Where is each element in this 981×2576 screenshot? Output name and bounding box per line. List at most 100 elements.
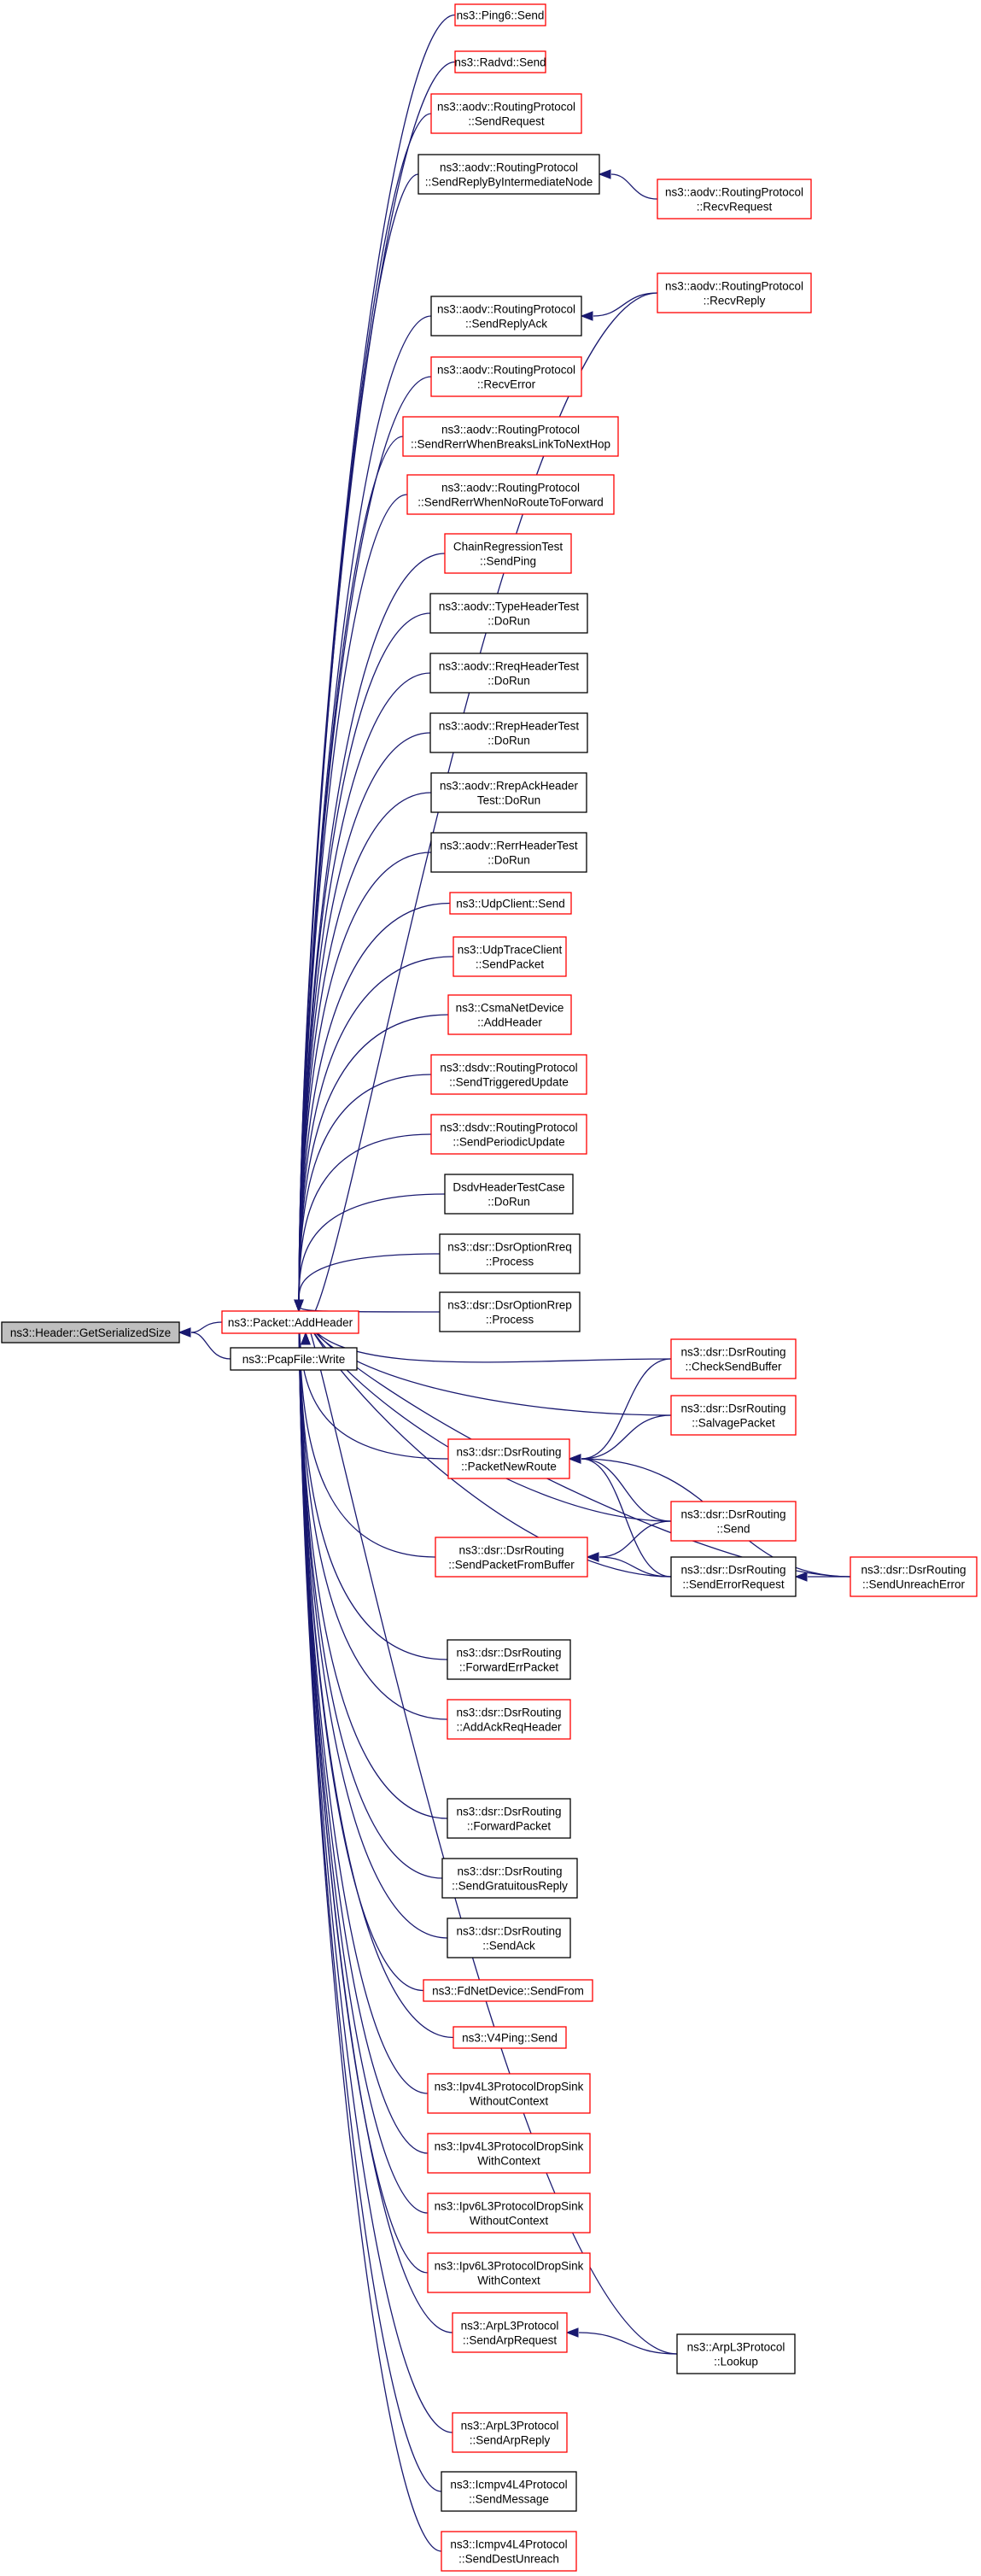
node-box [418, 154, 600, 195]
node-udptrace[interactable]: ns3::UdpTraceClient::SendPacket [453, 936, 567, 977]
node-salvage[interactable]: ns3::dsr::DsrRouting::SalvagePacket [670, 1395, 797, 1436]
edge-checksend-to-pktnewroute [568, 1358, 672, 1464]
node-label: ns3::aodv::RreqHeaderTest [439, 660, 580, 673]
node-aodvrerrbreaks[interactable]: ns3::aodv::RoutingProtocol::SendRerrWhen… [402, 416, 619, 457]
node-label: ::SendPacket [476, 958, 545, 971]
node-label: ::SendGratuitousReply [452, 1880, 568, 1893]
node-box [850, 1556, 978, 1597]
node-addheader[interactable]: ns3::Packet::AddHeader [221, 1310, 359, 1334]
node-ip4dropwo[interactable]: ns3::Ipv4L3ProtocolDropSinkWithoutContex… [427, 2073, 591, 2114]
edge-sendack-to-addheader [298, 1300, 448, 1939]
node-gratuitous[interactable]: ns3::dsr::DsrRouting::SendGratuitousRepl… [441, 1858, 578, 1899]
node-radvdsend[interactable]: ns3::Radvd::Send [454, 50, 546, 73]
node-csma[interactable]: ns3::CsmaNetDevice::AddHeader [447, 994, 572, 1035]
node-label: ns3::Ping6::Send [457, 9, 545, 22]
edge-salvage-to-pktnewroute [568, 1414, 672, 1464]
node-sendack[interactable]: ns3::dsr::DsrRouting::SendAck [447, 1917, 571, 1958]
edge-dsdvper-to-addheader [294, 1133, 432, 1313]
node-root[interactable]: ns3::Header::GetSerializedSize [1, 1321, 180, 1344]
node-label: ::SendRequest [468, 115, 545, 128]
node-label: ::SendPacketFromBuffer [448, 1559, 575, 1572]
node-label: ns3::dsr::DsrRouting [457, 1865, 562, 1878]
node-label: ns3::Ipv6L3ProtocolDropSink [435, 2260, 584, 2273]
node-pktnewroute[interactable]: ns3::dsr::DsrRouting::PacketNewRoute [447, 1438, 570, 1479]
node-box [430, 296, 582, 337]
node-rrepproc[interactable]: ns3::dsr::DsrOptionRrep::Process [439, 1291, 581, 1332]
node-dsdvtest[interactable]: DsdvHeaderTestCase::DoRun [444, 1174, 574, 1215]
node-sendpktbuf[interactable]: ns3::dsr::DsrRouting::SendPacketFromBuff… [435, 1537, 588, 1578]
node-arplookup[interactable]: ns3::ArpL3Protocol::Lookup [676, 2333, 796, 2374]
node-label: ::SendRerrWhenBreaksLinkToNextHop [411, 438, 610, 451]
node-aodvrecvreq[interactable]: ns3::aodv::RoutingProtocol::RecvRequest [657, 179, 812, 220]
node-fdnet[interactable]: ns3::FdNetDevice::SendFrom [423, 1979, 593, 2002]
node-senderrreq[interactable]: ns3::dsr::DsrRouting::SendErrorRequest [670, 1556, 797, 1597]
node-rreqhdr[interactable]: ns3::aodv::RreqHeaderTest::DoRun [429, 653, 588, 694]
node-label: ns3::dsr::DsrRouting [680, 1346, 785, 1359]
node-v4ping[interactable]: ns3::V4Ping::Send [453, 2026, 567, 2049]
node-box [452, 2312, 568, 2353]
edge-line [305, 292, 658, 1321]
edge-arrowhead [794, 1572, 808, 1582]
node-icmpdest[interactable]: ns3::Icmpv4L4Protocol::SendDestUnreach [441, 2531, 577, 2572]
node-label: ::RecvReply [704, 295, 766, 307]
node-label: ::RecvError [477, 378, 536, 391]
node-dsdvper[interactable]: ns3::dsdv::RoutingProtocol::SendPeriodic… [430, 1114, 587, 1155]
node-box [430, 832, 587, 873]
node-checksend[interactable]: ns3::dsr::DsrRouting::CheckSendBuffer [670, 1338, 797, 1379]
node-label: ns3::dsr::DsrRouting [680, 1402, 785, 1415]
node-box [670, 1338, 797, 1379]
edge-line [298, 1300, 441, 1313]
node-box [430, 772, 587, 813]
node-ping6send[interactable]: ns3::Ping6::Send [454, 3, 546, 26]
node-dsdvtrig[interactable]: ns3::dsdv::RoutingProtocol::SendTriggere… [430, 1054, 587, 1095]
node-label: ::PacketNewRoute [461, 1461, 557, 1473]
node-chainping[interactable]: ChainRegressionTest::SendPing [444, 533, 572, 574]
node-label: ns3::dsr::DsrRouting [456, 1925, 561, 1938]
node-aodvrecverror[interactable]: ns3::aodv::RoutingProtocol::RecvError [430, 356, 582, 397]
node-aodvrerrnoroute[interactable]: ns3::aodv::RoutingProtocol::SendRerrWhen… [406, 474, 615, 515]
node-label: ns3::dsr::DsrOptionRreq [447, 1241, 572, 1254]
node-label: ChainRegressionTest [453, 541, 563, 553]
node-label: ::DoRun [488, 854, 530, 867]
node-box [230, 1347, 358, 1371]
node-ip6dropwo[interactable]: ns3::Ipv6L3ProtocolDropSinkWithoutContex… [427, 2193, 591, 2234]
edge-line [298, 1300, 442, 2552]
node-label: ns3::aodv::RoutingProtocol [665, 186, 803, 199]
node-typehdr[interactable]: ns3::aodv::TypeHeaderTest::DoRun [429, 593, 588, 634]
node-label: ns3::dsr::DsrRouting [458, 1544, 563, 1557]
node-udpclient[interactable]: ns3::UdpClient::Send [449, 892, 572, 915]
node-label: ns3::FdNetDevice::SendFrom [432, 1985, 584, 1998]
node-label: ::SendTriggeredUpdate [449, 1076, 569, 1089]
node-rreqproc[interactable]: ns3::dsr::DsrOptionRreq::Process [439, 1233, 581, 1274]
node-arpreq[interactable]: ns3::ArpL3Protocol::SendArpRequest [452, 2312, 568, 2353]
node-unreach[interactable]: ns3::dsr::DsrRouting::SendUnreachError [850, 1556, 978, 1597]
node-pcapwrite[interactable]: ns3::PcapFile::Write [230, 1347, 358, 1371]
node-label: WithContext [477, 2155, 540, 2168]
node-rerrhdr[interactable]: ns3::aodv::RerrHeaderTest::DoRun [430, 832, 587, 873]
edge-line [298, 1300, 448, 1939]
edge-arrowhead [568, 1454, 581, 1464]
node-label: ns3::ArpL3Protocol [687, 2341, 785, 2354]
node-aodvsendreplyack[interactable]: ns3::aodv::RoutingProtocol::SendReplyAck [430, 296, 582, 337]
edge-line [305, 1317, 672, 1416]
node-rrephdr[interactable]: ns3::aodv::RrepHeaderTest::DoRun [429, 712, 588, 753]
node-arpreply[interactable]: ns3::ArpL3Protocol::SendArpReply [452, 2412, 568, 2453]
node-box [449, 892, 572, 915]
node-dsrsend[interactable]: ns3::dsr::DsrRouting::Send [670, 1501, 797, 1542]
node-fwdpkt[interactable]: ns3::dsr::DsrRouting::ForwardPacket [447, 1798, 571, 1839]
node-addackreq[interactable]: ns3::dsr::DsrRouting::AddAckReqHeader [447, 1699, 571, 1740]
node-aodvsendreplyint[interactable]: ns3::aodv::RoutingProtocol::SendReplyByI… [418, 154, 600, 195]
edge-line [305, 1317, 672, 1522]
node-label: ::SendRerrWhenNoRouteToForward [418, 496, 604, 509]
node-box [454, 3, 546, 26]
node-aodvsendreq[interactable]: ns3::aodv::RoutingProtocol::SendRequest [430, 93, 582, 134]
node-aodvrecvreply[interactable]: ns3::aodv::RoutingProtocol::RecvReply [657, 272, 812, 313]
node-icmpmsg[interactable]: ns3::Icmpv4L4Protocol::SendMessage [441, 2471, 577, 2512]
node-label: ns3::Ipv6L3ProtocolDropSink [435, 2200, 584, 2213]
edge-ip4dropwo-to-addheader [298, 1300, 429, 2094]
node-box [447, 1438, 570, 1479]
node-fwderr[interactable]: ns3::dsr::DsrRouting::ForwardErrPacket [447, 1639, 571, 1680]
